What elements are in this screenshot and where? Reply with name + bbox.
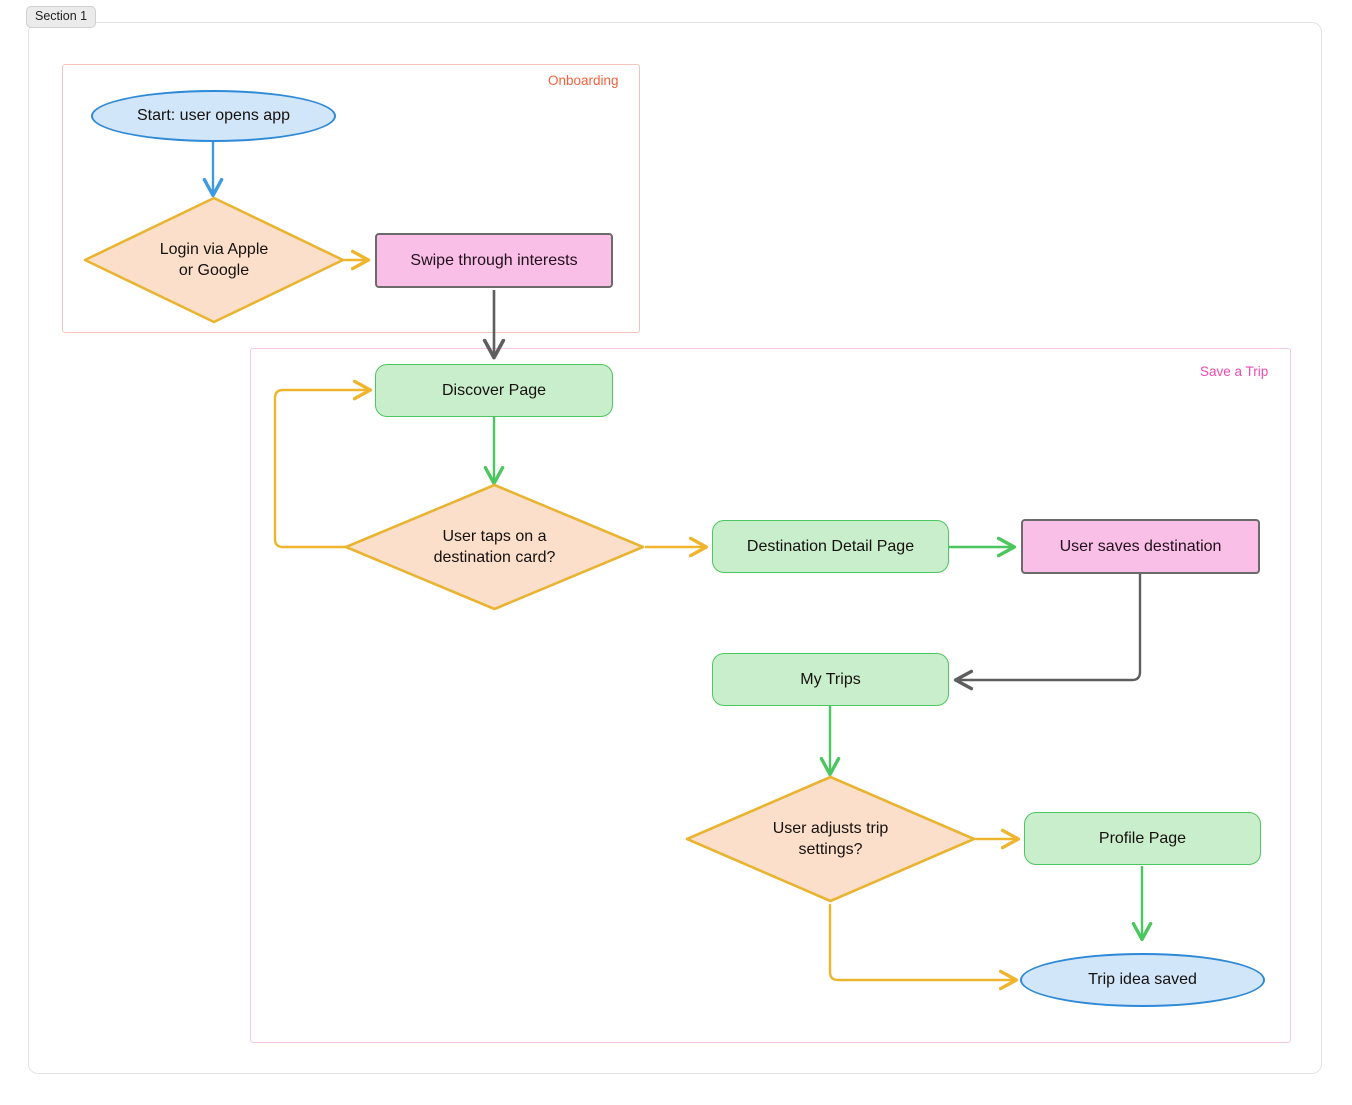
node-trip-idea-saved[interactable]: Trip idea saved <box>1020 953 1265 1007</box>
diamond-shape <box>83 196 345 324</box>
subgraph-onboarding <box>62 64 640 333</box>
node-destination-detail-page[interactable]: Destination Detail Page <box>712 520 949 573</box>
node-profile-page[interactable]: Profile Page <box>1024 812 1261 865</box>
node-tripsaved-label: Trip idea saved <box>1088 971 1197 989</box>
node-user-saves-destination[interactable]: User saves destination <box>1021 519 1260 574</box>
node-start-label: Start: user opens app <box>137 107 290 125</box>
node-discover-page[interactable]: Discover Page <box>375 364 613 417</box>
section-tag[interactable]: Section 1 <box>26 6 97 28</box>
node-swipe-through-interests[interactable]: Swipe through interests <box>375 233 613 288</box>
node-swipe-label: Swipe through interests <box>410 251 578 269</box>
subgraph-save-a-trip <box>250 348 1291 1043</box>
node-detail-label: Destination Detail Page <box>746 537 915 555</box>
diamond-shape <box>685 775 976 903</box>
subgraph-label-onboarding: Onboarding <box>548 73 619 88</box>
node-mytrips-label: My Trips <box>800 670 861 688</box>
node-saves-label: User saves destination <box>1059 537 1222 555</box>
node-start[interactable]: Start: user opens app <box>91 90 336 142</box>
diamond-shape <box>344 483 645 611</box>
node-discover-label: Discover Page <box>441 381 547 399</box>
subgraph-label-save-a-trip: Save a Trip <box>1200 364 1269 379</box>
node-my-trips[interactable]: My Trips <box>712 653 949 706</box>
node-profile-label: Profile Page <box>1098 829 1187 847</box>
